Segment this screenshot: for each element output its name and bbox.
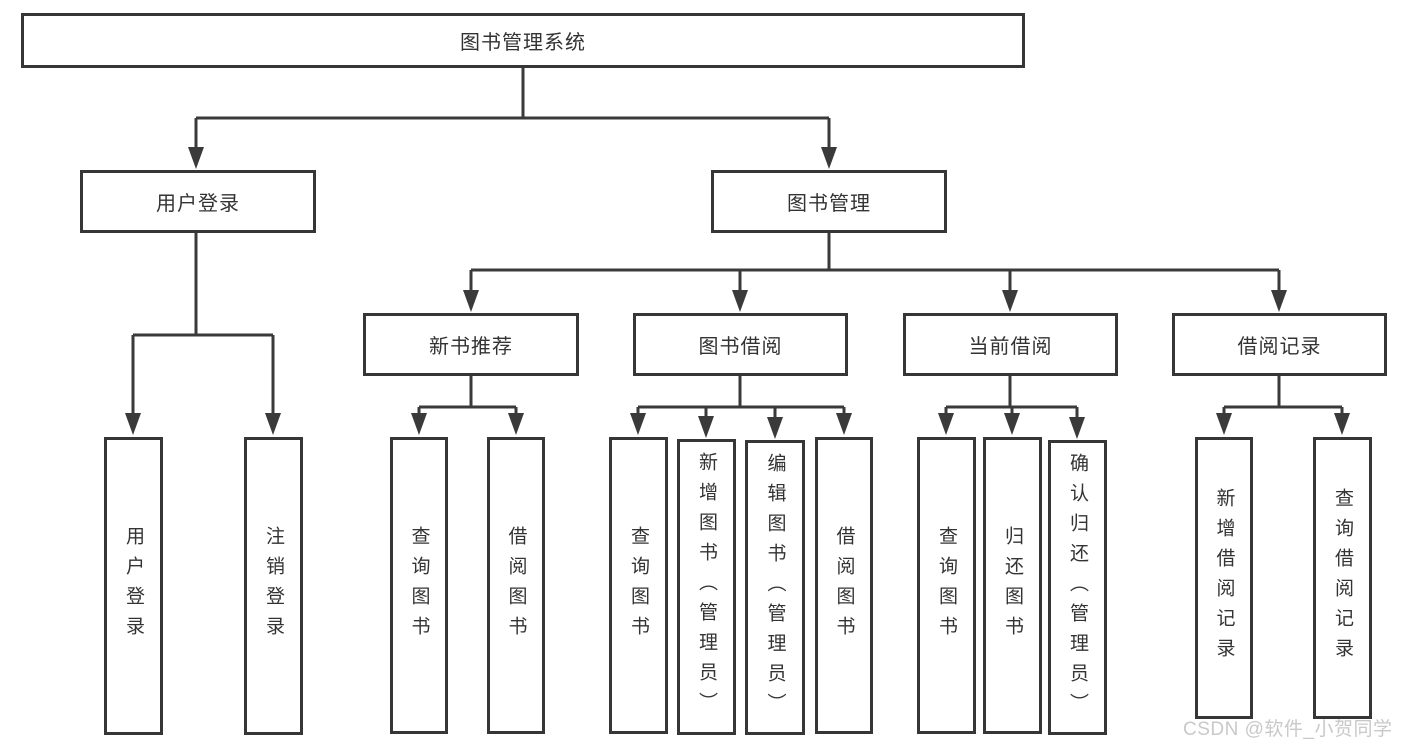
- leaf-user-login-label: 用户登录: [123, 526, 144, 646]
- leaf-query-borrow-record: 查询借阅记录: [1313, 437, 1372, 719]
- leaf-query-book-3: 查询图书: [917, 437, 976, 734]
- node-book-borrow-label: 图书借阅: [698, 336, 783, 358]
- leaf-user-login: 用户登录: [104, 437, 163, 735]
- leaf-query-book-1-label: 查询图书: [408, 525, 430, 646]
- node-root-label: 图书管理系统: [460, 32, 586, 54]
- leaf-query-book-2-label: 查询图书: [628, 525, 649, 646]
- node-book-borrow: 图书借阅: [633, 313, 848, 376]
- leaf-edit-book-admin-label: 编辑图书（管理员）: [764, 452, 786, 723]
- leaf-query-book-2: 查询图书: [609, 437, 668, 734]
- leaf-borrow-book-2-label: 借阅图书: [833, 525, 855, 646]
- node-borrow-record-label: 借阅记录: [1237, 336, 1322, 358]
- leaf-add-book-admin-label: 新增图书（管理员）: [696, 452, 717, 722]
- leaf-edit-book-admin: 编辑图书（管理员）: [745, 440, 805, 735]
- leaf-confirm-return-admin: 确认归还（管理员）: [1048, 440, 1107, 735]
- node-book-management-label: 图书管理: [787, 193, 871, 215]
- leaf-query-borrow-record-label: 查询借阅记录: [1332, 488, 1353, 668]
- leaf-logout-label: 注销登录: [263, 526, 284, 646]
- leaf-borrow-book-2: 借阅图书: [815, 437, 873, 734]
- node-book-management: 图书管理: [711, 170, 947, 233]
- node-user-login: 用户登录: [80, 170, 316, 233]
- node-current-borrow-label: 当前借阅: [968, 336, 1053, 358]
- leaf-logout: 注销登录: [244, 437, 303, 735]
- leaf-add-borrow-record-label: 新增借阅记录: [1213, 488, 1235, 668]
- node-new-book-recommend-label: 新书推荐: [429, 336, 513, 358]
- node-current-borrow: 当前借阅: [903, 313, 1118, 376]
- leaf-return-book-label: 归还图书: [1002, 525, 1023, 646]
- leaf-add-borrow-record: 新增借阅记录: [1195, 437, 1253, 719]
- node-new-book-recommend: 新书推荐: [363, 313, 579, 376]
- leaf-confirm-return-admin-label: 确认归还（管理员）: [1067, 452, 1088, 723]
- csdn-watermark: CSDN @软件_小贺同学: [1183, 719, 1393, 740]
- node-borrow-record: 借阅记录: [1172, 313, 1387, 376]
- leaf-borrow-book-1-label: 借阅图书: [505, 525, 527, 646]
- leaf-add-book-admin: 新增图书（管理员）: [677, 439, 736, 735]
- leaf-query-book-1: 查询图书: [390, 437, 448, 734]
- leaf-borrow-book-1: 借阅图书: [487, 437, 545, 734]
- node-root: 图书管理系统: [21, 13, 1025, 68]
- leaf-return-book: 归还图书: [983, 437, 1042, 734]
- leaf-query-book-3-label: 查询图书: [936, 525, 957, 646]
- node-user-login-label: 用户登录: [156, 193, 240, 215]
